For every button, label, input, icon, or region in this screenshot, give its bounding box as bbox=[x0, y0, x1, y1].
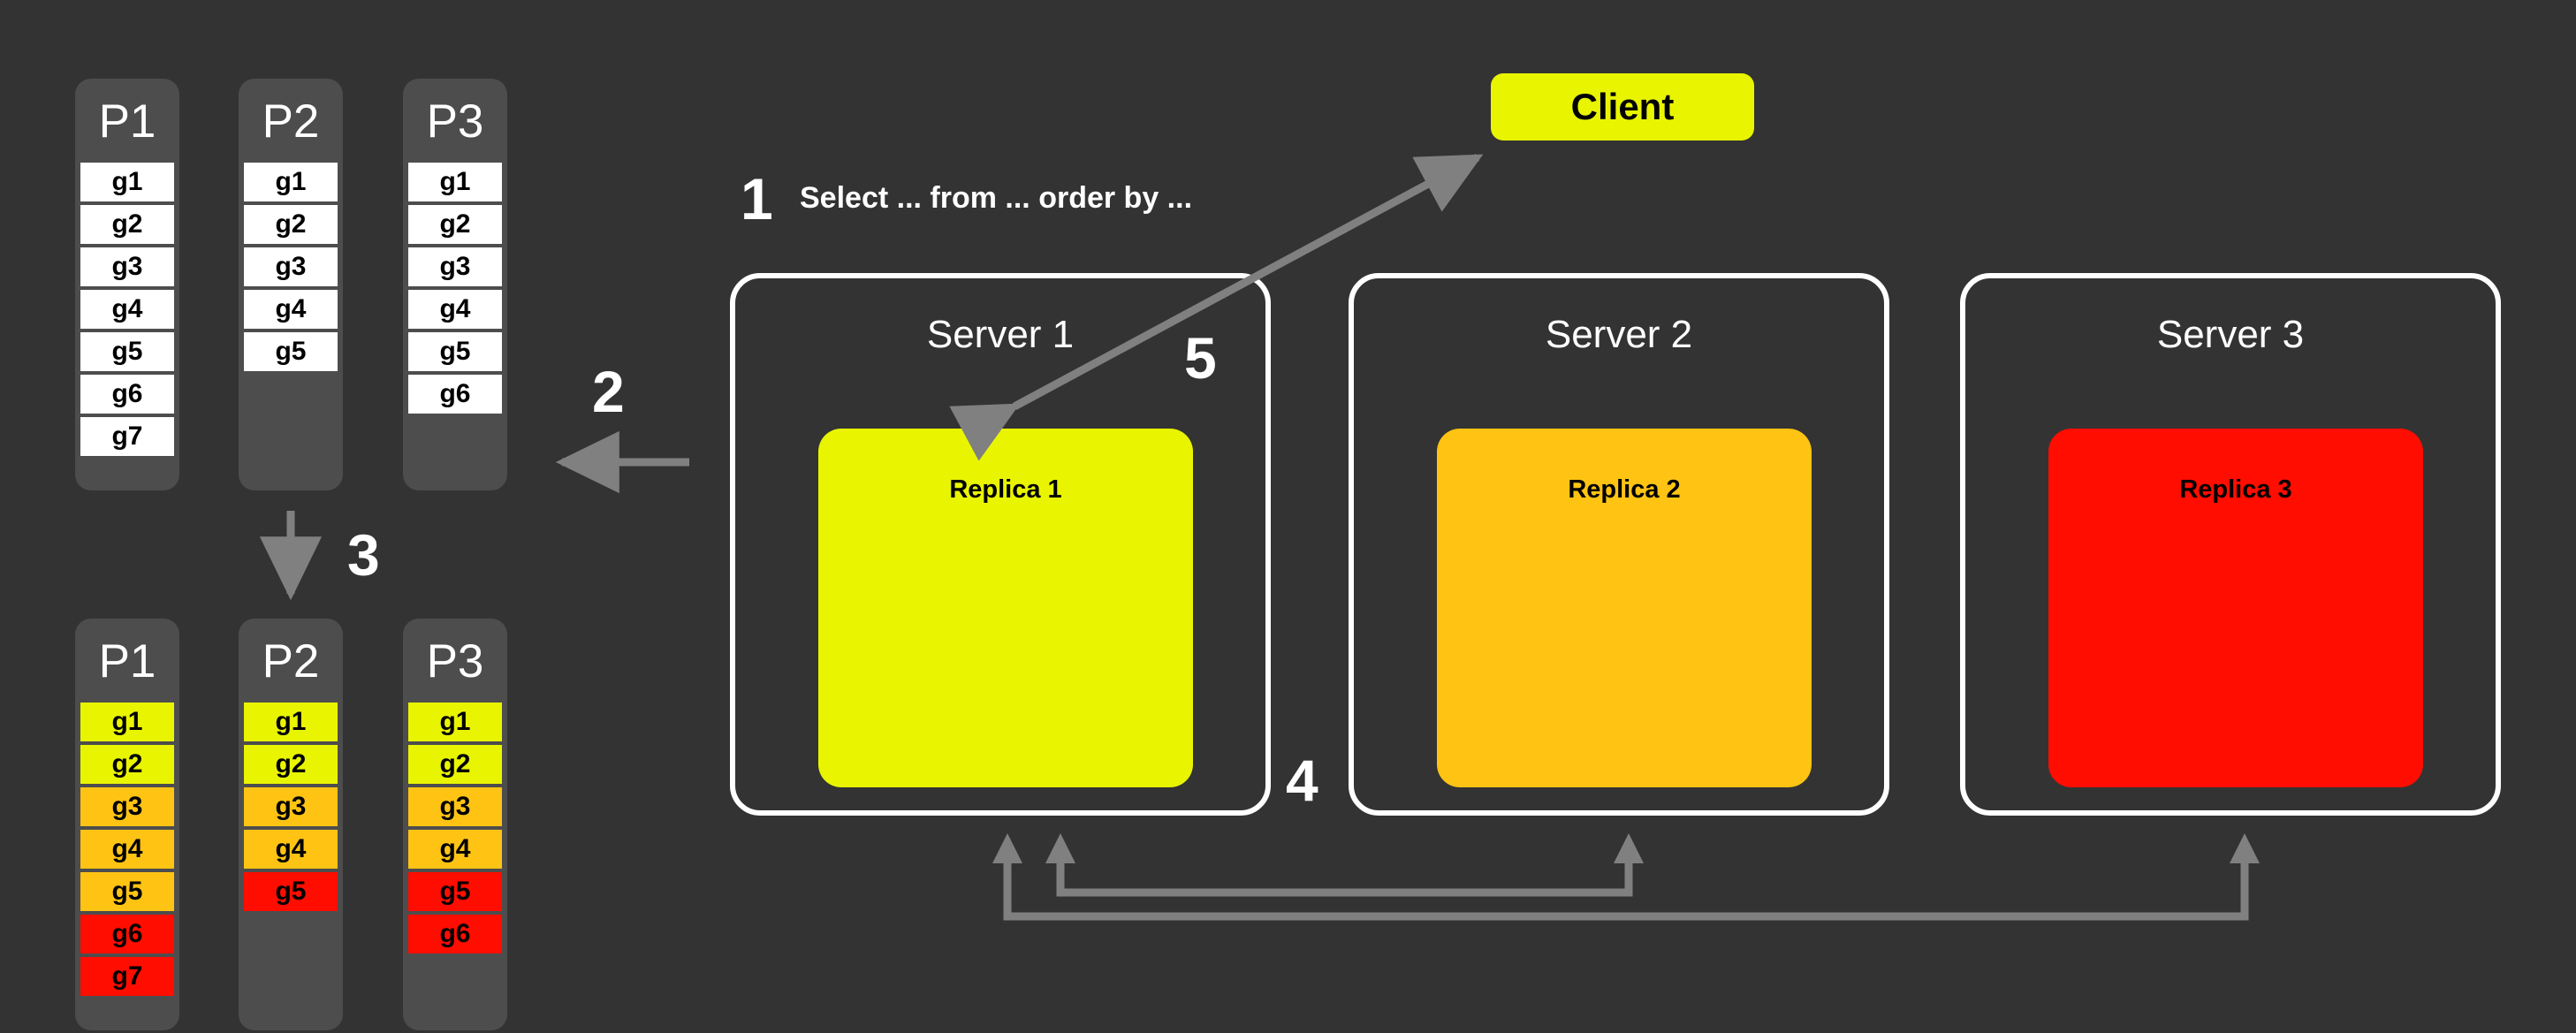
partition-cell: g1 bbox=[408, 163, 502, 201]
partition-cell: g5 bbox=[408, 332, 502, 371]
partition-cell: g7 bbox=[80, 957, 174, 996]
top-partition-p2: P2 g1 g2 g3 g4 g5 bbox=[239, 79, 343, 490]
server-title: Server 2 bbox=[1545, 313, 1693, 356]
partition-cell: g5 bbox=[80, 332, 174, 371]
partition-cell: g3 bbox=[244, 787, 338, 826]
client-label: Client bbox=[1570, 86, 1675, 127]
step-number-2: 2 bbox=[592, 359, 625, 424]
partition-cell: g3 bbox=[80, 787, 174, 826]
partition-cell: g1 bbox=[408, 703, 502, 741]
top-partition-p1: P1 g1 g2 g3 g4 g5 g6 g7 bbox=[75, 79, 179, 490]
step-number-1: 1 bbox=[741, 166, 773, 232]
partition-cell: g2 bbox=[408, 205, 502, 244]
partition-cell-list: g1 g2 g3 g4 g5 bbox=[239, 163, 343, 371]
partition-cell: g4 bbox=[244, 830, 338, 869]
partition-cell-list: g1 g2 g3 g4 g5 bbox=[239, 703, 343, 911]
top-partition-p3: P3 g1 g2 g3 g4 g5 g6 bbox=[403, 79, 507, 490]
partition-cell: g4 bbox=[80, 830, 174, 869]
client-box[interactable]: Client bbox=[1491, 73, 1754, 141]
partition-cell-list: g1 g2 g3 g4 g5 g6 g7 bbox=[75, 703, 179, 996]
partition-cell: g1 bbox=[80, 703, 174, 741]
partition-cell: g2 bbox=[244, 745, 338, 784]
arrow-head-server3-return bbox=[2230, 833, 2260, 863]
partition-cell: g2 bbox=[244, 205, 338, 244]
replica-3-box[interactable]: Replica 3 bbox=[2048, 429, 2423, 787]
partition-cell: g5 bbox=[244, 872, 338, 911]
step-number-5: 5 bbox=[1184, 325, 1217, 391]
replica-label: Replica 3 bbox=[2179, 475, 2292, 504]
partition-cell: g3 bbox=[244, 247, 338, 286]
partition-cell: g1 bbox=[244, 163, 338, 201]
partition-cell: g3 bbox=[80, 247, 174, 286]
partition-title: P1 bbox=[98, 635, 156, 687]
partition-cell: g4 bbox=[244, 290, 338, 329]
arrow-head-server2-return bbox=[1614, 833, 1644, 863]
partition-cell: g5 bbox=[408, 872, 502, 911]
partition-title: P2 bbox=[262, 635, 320, 687]
partition-cell-list: g1 g2 g3 g4 g5 g6 bbox=[403, 703, 507, 953]
partition-title: P3 bbox=[426, 95, 484, 148]
partition-cell: g6 bbox=[80, 375, 174, 414]
partition-cell-list: g1 g2 g3 g4 g5 g6 g7 bbox=[75, 163, 179, 456]
arrow-head-server1-outer bbox=[992, 833, 1022, 863]
bottom-partition-p1: P1 g1 g2 g3 g4 g5 g6 g7 bbox=[75, 619, 179, 1030]
partition-cell: g3 bbox=[408, 787, 502, 826]
replica-2-box[interactable]: Replica 2 bbox=[1437, 429, 1812, 787]
partition-title: P1 bbox=[98, 95, 156, 148]
arrow-head-server1-inner bbox=[1045, 833, 1075, 863]
bottom-partition-p2: P2 g1 g2 g3 g4 g5 bbox=[239, 619, 343, 1030]
replica-label: Replica 1 bbox=[949, 475, 1062, 504]
partition-cell: g2 bbox=[80, 745, 174, 784]
server-1-box[interactable]: Server 1 Replica 1 bbox=[730, 273, 1271, 816]
partition-cell: g4 bbox=[80, 290, 174, 329]
partition-cell: g7 bbox=[80, 417, 174, 456]
partition-cell-list: g1 g2 g3 g4 g5 g6 bbox=[403, 163, 507, 414]
partition-cell: g3 bbox=[408, 247, 502, 286]
bottom-partition-p3: P3 g1 g2 g3 g4 g5 g6 bbox=[403, 619, 507, 1030]
query-caption: Select ... from ... order by ... bbox=[800, 181, 1193, 215]
arrow-step-4-inner bbox=[1056, 862, 1633, 897]
partition-cell: g1 bbox=[80, 163, 174, 201]
partition-cell: g5 bbox=[244, 332, 338, 371]
partition-cell: g4 bbox=[408, 290, 502, 329]
server-title: Server 3 bbox=[2156, 313, 2305, 356]
partition-cell: g2 bbox=[408, 745, 502, 784]
partition-title: P3 bbox=[426, 635, 484, 687]
partition-cell: g2 bbox=[80, 205, 174, 244]
arrow-step-4-outer bbox=[1003, 862, 2249, 921]
partition-title: P2 bbox=[262, 95, 320, 148]
replica-label: Replica 2 bbox=[1568, 475, 1681, 504]
step-number-4: 4 bbox=[1286, 748, 1318, 813]
partition-cell: g4 bbox=[408, 830, 502, 869]
partition-cell: g1 bbox=[244, 703, 338, 741]
server-2-box[interactable]: Server 2 Replica 2 bbox=[1349, 273, 1889, 816]
partition-cell: g6 bbox=[408, 915, 502, 953]
replica-1-box[interactable]: Replica 1 bbox=[818, 429, 1193, 787]
partition-cell: g6 bbox=[408, 375, 502, 414]
partition-cell: g6 bbox=[80, 915, 174, 953]
server-3-box[interactable]: Server 3 Replica 3 bbox=[1960, 273, 2501, 816]
step-number-3: 3 bbox=[347, 522, 380, 588]
partition-cell: g5 bbox=[80, 872, 174, 911]
